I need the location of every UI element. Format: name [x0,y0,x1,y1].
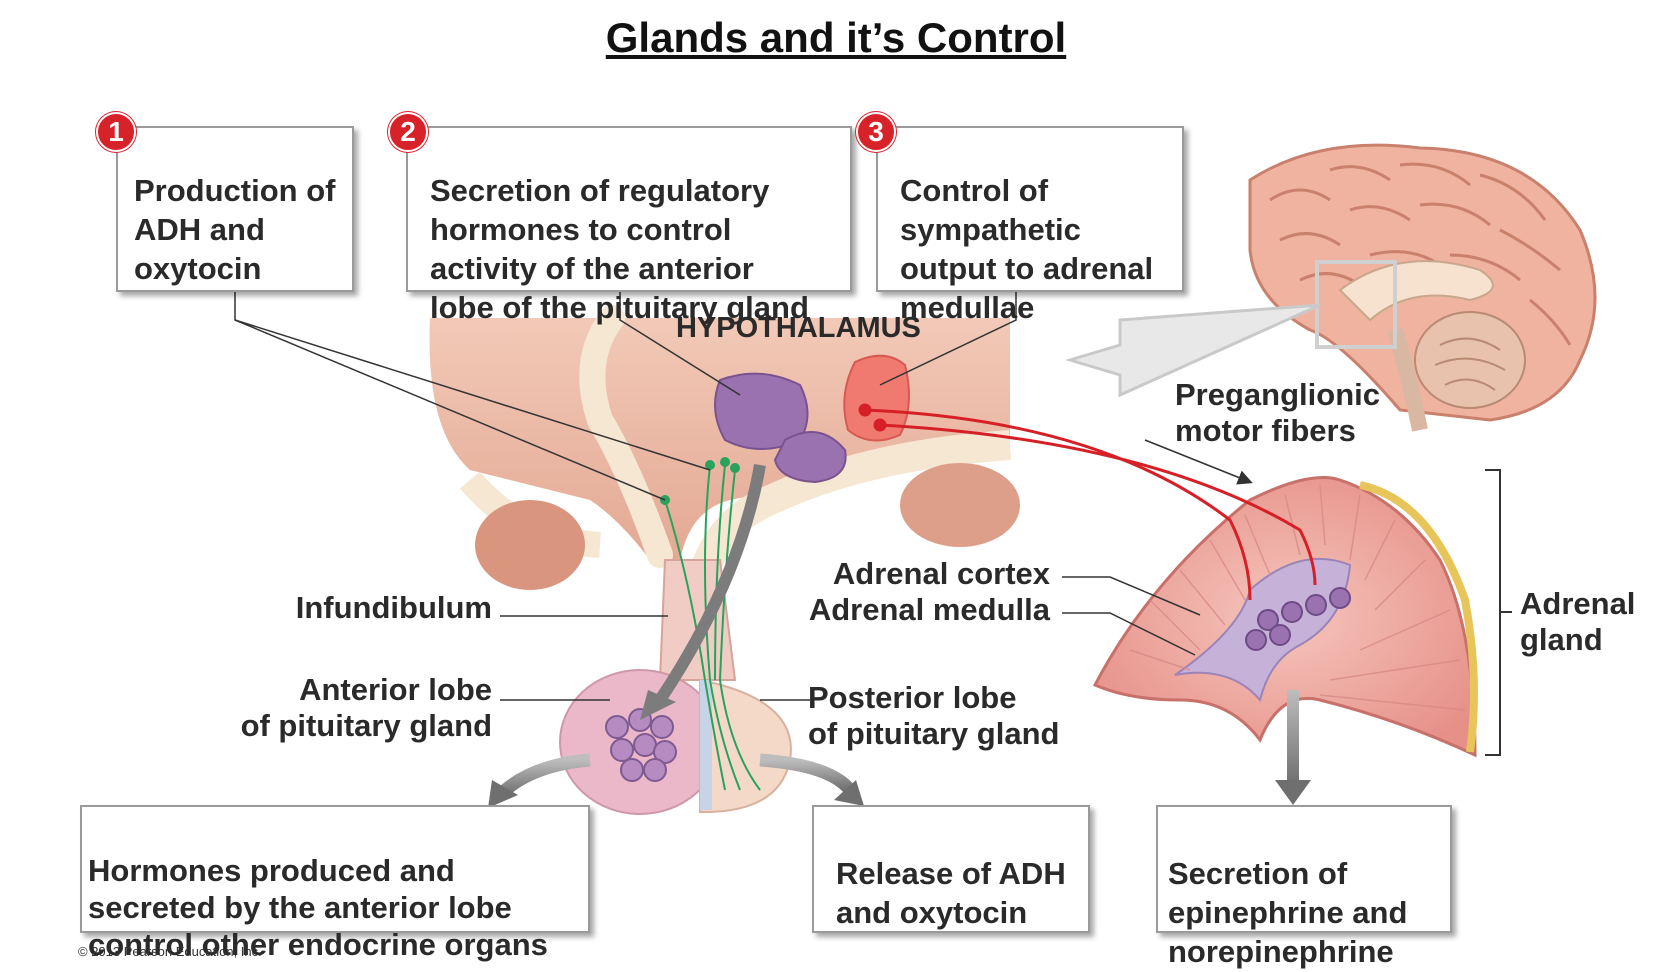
posterior-lobe-label: Posterior lobe of pituitary gland [808,680,1060,751]
step-1-box: Production of ADH and oxytocin [116,126,354,292]
step-2-text: Secretion of regulatory hormones to cont… [430,173,809,325]
adrenal-gland-illustration [1092,476,1478,758]
hypothalamus-label: HYPOTHALAMUS [676,312,921,344]
anterior-output-box: Hormones produced and secreted by the an… [80,805,590,962]
posterior-output-box: Release of ADH and oxytocin [812,805,1090,933]
step-3-text: Control of sympathetic output to adrenal… [900,173,1154,325]
portal-flow-arrow [655,463,766,704]
step-2-badge: 2 [388,112,428,152]
hypothalamus-tissue [429,305,1020,590]
adrenal-output-arrow [1287,690,1299,785]
anterior-output-arrowhead [488,780,518,808]
posterior-output-arrow [759,753,856,795]
adrenal-gland-label: Adrenal gland [1520,586,1636,657]
adrenal-output-arrowhead [1275,780,1311,805]
zoom-arrow [1064,303,1321,398]
posterior-output-arrowhead [834,780,864,806]
step-1-badge: 1 [96,112,136,152]
adrenal-cortex-label: Adrenal cortex [832,556,1050,591]
neurosecretory-fibers [660,457,761,791]
page-title: Glands and it’s Control [605,14,1067,61]
posterior-output-text: Release of ADH and oxytocin [836,856,1066,930]
step-2-box: Secretion of regulatory hormones to cont… [406,126,852,325]
step-3-badge: 3 [856,112,896,152]
adrenal-output-box: Secretion of epinephrine and norepinephr… [1156,805,1452,969]
brain-illustration [1248,143,1597,432]
preganglionic-label: Preganglionic motor fibers [1175,377,1380,448]
sympathetic-nucleus [843,354,910,442]
infundibulum-label: Infundibulum [295,590,492,625]
pituitary-gland [559,669,792,815]
anterior-lobe-label: Anterior lobe of pituitary gland [240,672,492,743]
anterior-lobe-cells [605,708,677,782]
portal-flow-arrowhead [640,690,676,720]
adrenal-medulla-label: Adrenal medulla [808,592,1050,627]
sympathetic-fibers [858,403,1317,601]
leader-lines [234,290,1253,701]
adrenal-output-text: Secretion of epinephrine and norepinephr… [1168,856,1408,969]
copyright-notice: © 2013 Pearson Education, Inc. [78,944,262,959]
regulatory-nucleus-lower [773,431,847,484]
step-3-box: Control of sympathetic output to adrenal… [876,126,1184,325]
anterior-output-text: Hormones produced and secreted by the an… [88,853,548,962]
step-1-text: Production of ADH and oxytocin [134,173,336,286]
adrenal-gland-bracket [1485,469,1512,756]
